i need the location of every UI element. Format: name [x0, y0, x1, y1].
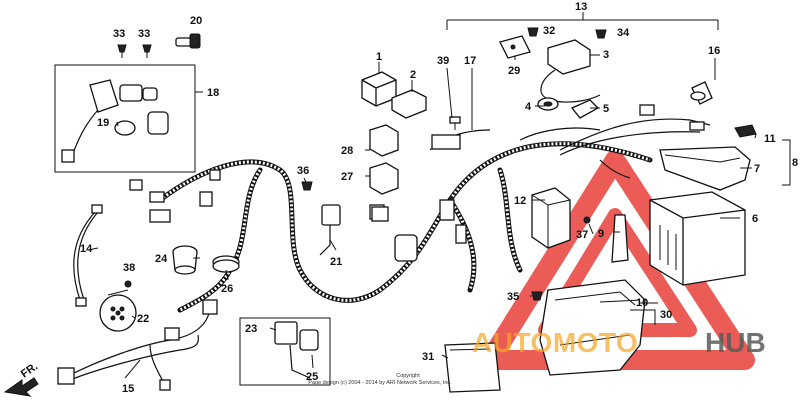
callout-33b: 33 [138, 28, 150, 40]
direction-label: FR. [19, 360, 40, 380]
callout-25: 25 [306, 371, 318, 383]
ignition-switch-group [54, 64, 203, 173]
copyright-line2: Page design (c) 2004 - 2014 by ARI Netwo… [308, 380, 452, 386]
callout-11: 11 [764, 133, 776, 145]
watermark-text-part1: AUTOMOTO [472, 327, 638, 358]
callout-19: 19 [97, 117, 109, 129]
callout-37: 37 [576, 229, 588, 241]
callout-26: 26 [221, 283, 233, 295]
copyright-notice: Copyright Page design (c) 2004 - 2014 by… [308, 373, 452, 386]
callout-33a: 33 [113, 28, 125, 40]
callout-24: 24 [155, 253, 168, 265]
callout-2: 2 [410, 69, 416, 81]
battery-tray [444, 279, 656, 393]
relays-27-28 [369, 124, 399, 222]
sub-harness-lower [57, 299, 218, 391]
callout-23: 23 [245, 323, 257, 335]
callout-29: 29 [508, 65, 520, 77]
leader-lines [87, 54, 757, 379]
callout-36: 36 [297, 165, 309, 177]
cdi-unit-12 [531, 187, 571, 249]
screw-36 [301, 181, 313, 191]
watermark-text: AUTOMOTO HUB [472, 327, 766, 358]
callout-31: 31 [422, 351, 434, 363]
callout-13: 13 [575, 1, 587, 13]
bracket-13 [446, 12, 719, 30]
watermark-text-part2: HUB [705, 327, 766, 358]
callout-18: 18 [207, 87, 219, 99]
callout-labels: 1 2 3 4 5 6 7 8 9 10 11 12 13 14 15 16 1… [80, 1, 798, 395]
callout-8: 8 [792, 157, 798, 169]
key [175, 33, 201, 49]
callout-32: 32 [543, 25, 555, 37]
relay-24 [172, 245, 198, 275]
callout-20: 20 [190, 15, 202, 27]
nut-38 [124, 280, 132, 288]
callout-16: 16 [708, 45, 720, 57]
fuse-area [449, 116, 461, 130]
parts-1-2 [361, 71, 427, 119]
callout-17: 17 [464, 55, 476, 67]
callout-7: 7 [754, 163, 760, 175]
part-11 [734, 124, 757, 138]
main-wire-harness [129, 104, 711, 313]
callout-6: 6 [752, 213, 758, 225]
callout-10: 10 [636, 297, 648, 309]
cable-14 [73, 204, 103, 307]
callout-3: 3 [603, 49, 609, 61]
callout-1: 1 [376, 51, 382, 63]
callout-35: 35 [507, 291, 519, 303]
callout-27: 27 [341, 171, 353, 183]
callout-39: 39 [437, 55, 449, 67]
copyright-line1: Copyright [396, 373, 420, 379]
strap-9 [583, 214, 629, 263]
callout-28: 28 [341, 145, 353, 157]
callout-15: 15 [122, 383, 134, 395]
relay-group-23 [239, 317, 331, 386]
callout-22: 22 [137, 313, 149, 325]
battery-6 [649, 191, 746, 286]
callout-34: 34 [617, 27, 630, 39]
callout-12: 12 [514, 195, 526, 207]
front-direction-arrow: FR. [3, 360, 40, 397]
cap-16 [690, 81, 713, 105]
callout-38: 38 [123, 262, 135, 274]
callout-14: 14 [80, 243, 93, 255]
band-26 [212, 255, 240, 273]
callout-9: 9 [598, 228, 604, 240]
screws-33 [117, 44, 152, 58]
callout-5: 5 [603, 103, 609, 115]
callout-4: 4 [525, 101, 532, 113]
callout-21: 21 [330, 256, 342, 268]
battery-cover-7 [659, 139, 791, 191]
coil-group [499, 27, 607, 119]
callout-30: 30 [660, 309, 672, 321]
horn [99, 289, 137, 332]
